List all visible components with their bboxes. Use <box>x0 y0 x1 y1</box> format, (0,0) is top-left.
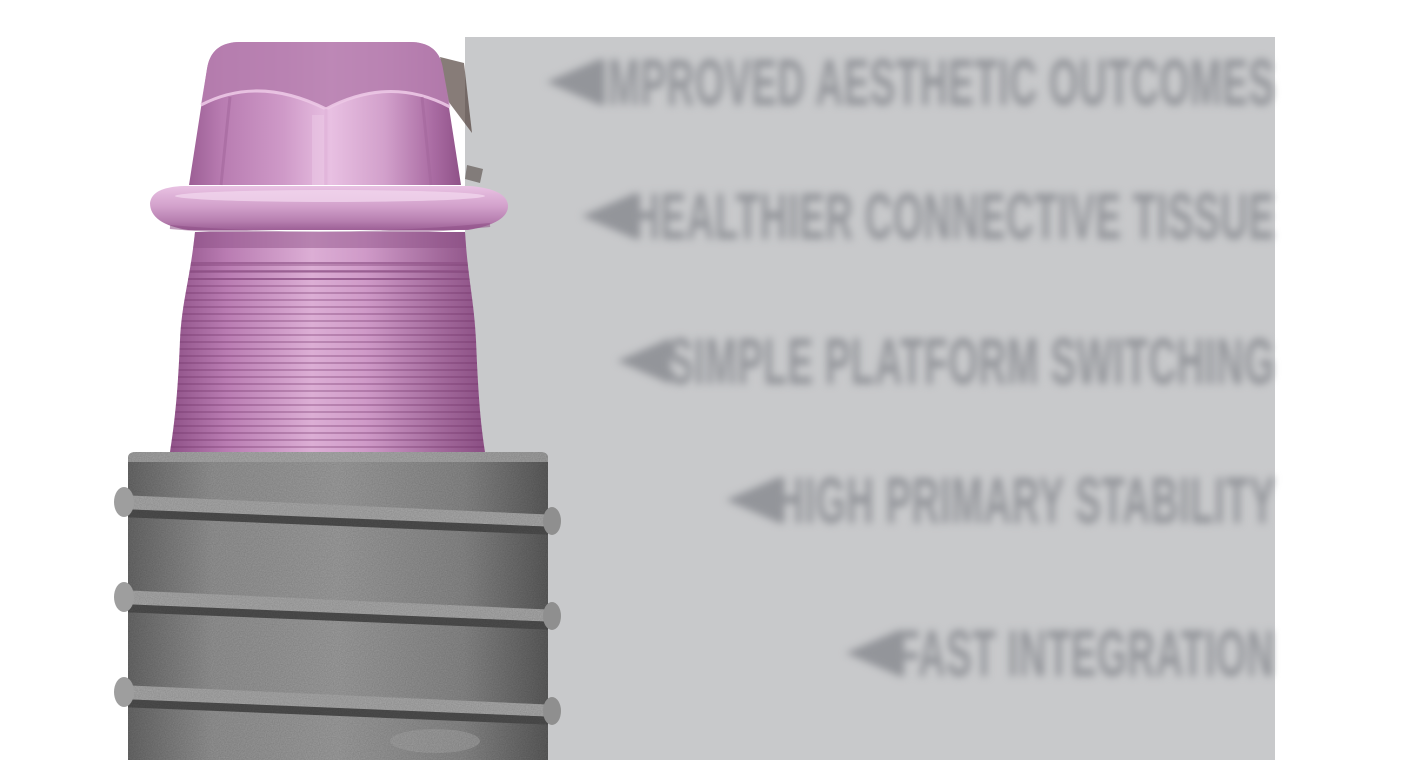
gray-panel <box>465 37 1275 760</box>
healing-abutment-cap <box>189 42 461 186</box>
feature-item: FAST INTEGRATION <box>535 609 1275 697</box>
feature-label: IMPROVED AESTHETIC OUTCOMES <box>597 45 1275 119</box>
implant-illustration <box>114 42 561 760</box>
feature-label: HEALTHIER CONNECTIVE TISSUE <box>632 179 1275 253</box>
implant-body <box>114 452 561 760</box>
feature-wedge-icon <box>845 630 900 676</box>
feature-wedge-icon <box>725 477 779 523</box>
feature-item: SIMPLE PLATFORM SWITCHING <box>141 317 1275 405</box>
feature-label: FAST INTEGRATION <box>896 616 1275 690</box>
feature-wedge-icon <box>582 193 636 239</box>
feature-label: SIMPLE PLATFORM SWITCHING <box>667 324 1275 398</box>
render-shadow-artifact <box>440 57 483 183</box>
feature-label: HIGH PRIMARY STABILITY <box>775 463 1275 537</box>
feature-item: IMPROVED AESTHETIC OUTCOMES <box>19 38 1275 126</box>
feature-item: HIGH PRIMARY STABILITY <box>328 456 1275 544</box>
feature-item: HEALTHIER CONNECTIVE TISSUE <box>80 172 1275 260</box>
feature-wedge-icon <box>546 59 601 105</box>
abutment-neck <box>170 232 485 452</box>
abutment-collar <box>150 186 509 236</box>
feature-wedge-icon <box>617 338 671 384</box>
